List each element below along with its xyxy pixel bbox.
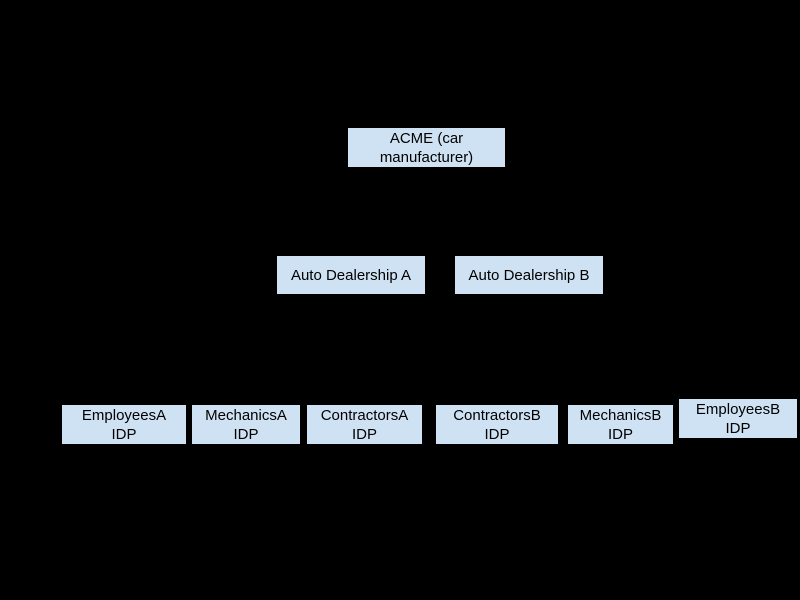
node-idp-contractors-a: ContractorsA IDP xyxy=(307,405,422,444)
node-acme: ACME (car manufacturer) xyxy=(348,128,505,167)
node-idp-employees-b: EmployeesB IDP xyxy=(679,399,797,438)
node-idp-employees-b-label: EmployeesB IDP xyxy=(695,400,781,437)
node-idp-employees-a: EmployeesA IDP xyxy=(62,405,186,444)
node-idp-contractors-a-label: ContractorsA IDP xyxy=(320,406,409,443)
node-idp-mechanics-a: MechanicsA IDP xyxy=(192,405,300,444)
node-auto-dealership-b-label: Auto Dealership B xyxy=(468,266,590,284)
node-idp-mechanics-b: MechanicsB IDP xyxy=(568,405,673,444)
node-auto-dealership-a-label: Auto Dealership A xyxy=(290,266,412,284)
node-idp-mechanics-a-label: MechanicsA IDP xyxy=(205,406,287,443)
node-auto-dealership-a: Auto Dealership A xyxy=(277,256,425,294)
node-idp-employees-a-label: EmployeesA IDP xyxy=(81,406,167,443)
node-idp-contractors-b-label: ContractorsB IDP xyxy=(453,406,541,443)
node-auto-dealership-b: Auto Dealership B xyxy=(455,256,603,294)
node-idp-contractors-b: ContractorsB IDP xyxy=(436,405,558,444)
node-acme-label: ACME (car manufacturer) xyxy=(379,129,474,166)
node-idp-mechanics-b-label: MechanicsB IDP xyxy=(579,406,662,443)
